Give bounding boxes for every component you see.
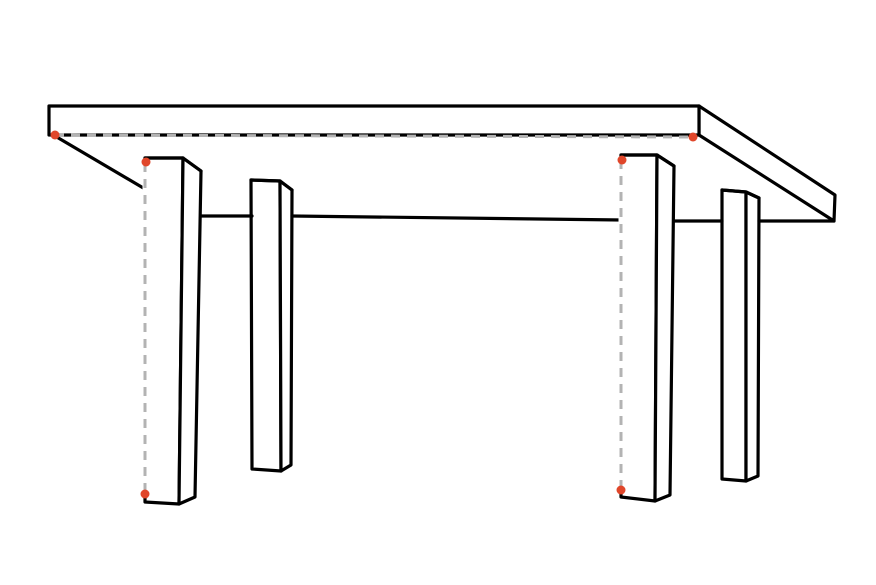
marker-front-left-leg-top — [141, 157, 151, 167]
front-right-leg — [619, 153, 676, 503]
front-left-leg-front — [143, 156, 185, 506]
back-left-leg-front — [249, 178, 283, 473]
tabletop-front-edge — [47, 104, 701, 137]
marker-front-right-leg-top — [617, 155, 627, 165]
tabletop-right-side — [697, 104, 837, 223]
back-left-leg — [249, 178, 294, 473]
tabletop — [47, 104, 837, 223]
front-left-leg-side — [177, 156, 203, 506]
front-right-leg-top-edge — [619, 153, 676, 168]
tabletop-underside-left-edge — [53, 134, 147, 191]
front-right-leg-front — [619, 153, 659, 503]
back-right-leg-top-edge — [720, 188, 761, 200]
marker-tabletop-left — [50, 130, 60, 140]
back-left-leg-side — [278, 179, 294, 473]
marker-front-left-leg-bottom — [140, 489, 150, 499]
tabletop-width-guide — [54, 133, 694, 139]
back-right-leg — [720, 188, 761, 483]
back-right-leg-front — [720, 188, 748, 483]
back-rail-middle — [290, 214, 624, 222]
front-left-leg-top-edge — [143, 156, 203, 173]
marker-front-right-leg-bottom — [616, 485, 626, 495]
back-right-leg-side — [744, 190, 761, 483]
marker-tabletop-right — [688, 132, 698, 142]
front-right-leg-side — [653, 153, 676, 503]
back-left-leg-top-edge — [249, 178, 294, 192]
front-left-leg — [143, 156, 203, 506]
